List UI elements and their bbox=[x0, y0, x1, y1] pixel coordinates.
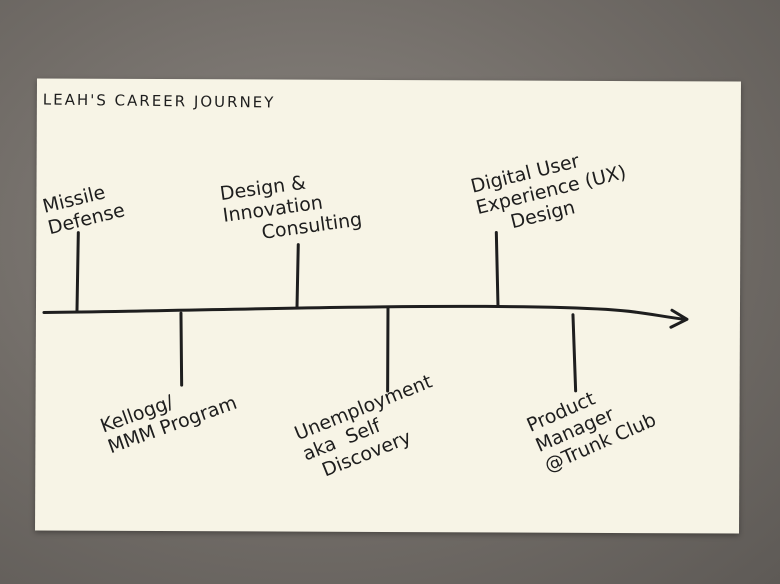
timeline-arrowhead bbox=[669, 308, 689, 329]
timeline-axis bbox=[42, 304, 686, 321]
tick-missile-defense bbox=[75, 231, 80, 314]
timeline-diagram bbox=[42, 230, 689, 393]
tick-product-manager bbox=[571, 313, 578, 393]
tick-ux-design bbox=[494, 230, 500, 308]
paper-card: LEAH'S CAREER JOURNEY Missile Defense De… bbox=[35, 78, 741, 534]
tick-kellogg bbox=[179, 311, 184, 387]
tick-design-consulting bbox=[295, 243, 300, 310]
diagram-title: LEAH'S CAREER JOURNEY bbox=[42, 90, 276, 112]
